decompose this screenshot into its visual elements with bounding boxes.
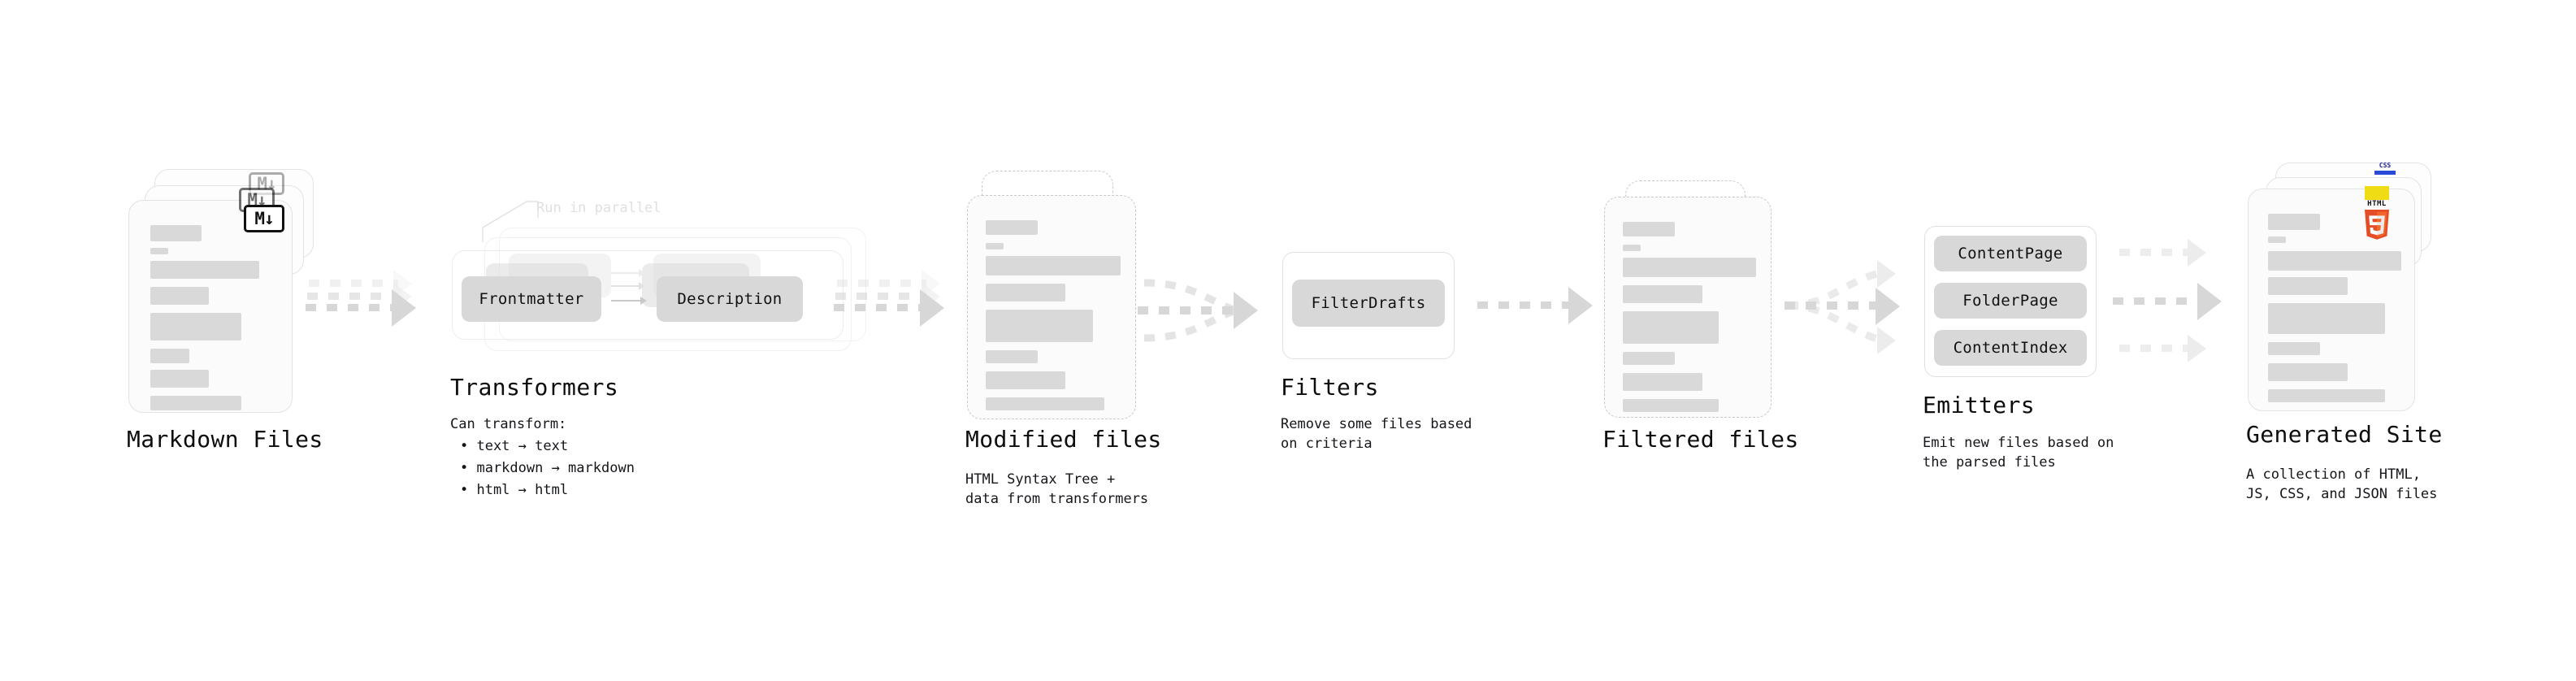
arrow-markdown-to-transformers <box>306 268 439 349</box>
modified-files-title: Modified files <box>965 426 1162 453</box>
filtered-files-title: Filtered files <box>1602 426 1799 453</box>
markdown-file-front <box>128 200 293 413</box>
contentindex-pill[interactable]: ContentIndex <box>1934 330 2087 366</box>
generated-site-desc-0: A collection of HTML, <box>2246 466 2421 483</box>
arrow-filtered-to-emitters <box>1785 252 1931 358</box>
modified-file-front <box>967 195 1136 419</box>
run-in-parallel-leader <box>482 201 539 242</box>
transformers-bullet-2: • html → html <box>460 482 569 498</box>
filters-desc-1: on criteria <box>1281 436 1373 452</box>
transformers-description-heading: Can transform: <box>450 416 567 432</box>
modified-files-desc-0: HTML Syntax Tree + <box>965 471 1116 488</box>
emitters-desc-0: Emit new files based on <box>1923 435 2114 451</box>
description-pill[interactable]: Description <box>657 276 803 322</box>
markdown-files-title: Markdown Files <box>127 426 323 453</box>
filters-desc-0: Remove some files based <box>1281 416 1472 432</box>
emitters-title: Emitters <box>1923 392 2036 419</box>
css-badge-icon: CSS <box>2374 162 2396 175</box>
emitters-desc-1: the parsed files <box>1923 454 2056 471</box>
modified-files-desc-1: data from transformers <box>965 491 1149 507</box>
filterdrafts-pill[interactable]: FilterDrafts <box>1292 280 1445 327</box>
transformers-bullet-0: • text → text <box>460 438 569 454</box>
site-file-front <box>2248 189 2415 411</box>
transformer-inner-arrows <box>611 269 647 305</box>
arrow-transformers-to-modified <box>834 268 967 349</box>
run-in-parallel-label: Run in parallel <box>536 200 661 216</box>
frontmatter-pill[interactable]: Frontmatter <box>462 276 601 322</box>
markdown-badge-icon: M↓ <box>244 205 284 232</box>
transformers-bullet-1: • markdown → markdown <box>460 460 635 476</box>
html5-badge-icon: HTML <box>2363 200 2391 242</box>
js-badge-icon <box>2365 186 2389 200</box>
folderpage-pill[interactable]: FolderPage <box>1934 283 2087 319</box>
contentpage-pill[interactable]: ContentPage <box>1934 236 2087 271</box>
filtered-file-front <box>1604 197 1772 418</box>
generated-site-title: Generated Site <box>2246 421 2443 448</box>
filters-title: Filters <box>1281 374 1379 401</box>
arrow-modified-to-filters <box>1138 268 1284 358</box>
generated-site-desc-1: JS, CSS, and JSON files <box>2246 486 2438 502</box>
transformers-title: Transformers <box>450 374 619 401</box>
arrow-filters-to-filtered <box>1477 286 1607 335</box>
arrow-emitters-to-site <box>2113 236 2259 366</box>
